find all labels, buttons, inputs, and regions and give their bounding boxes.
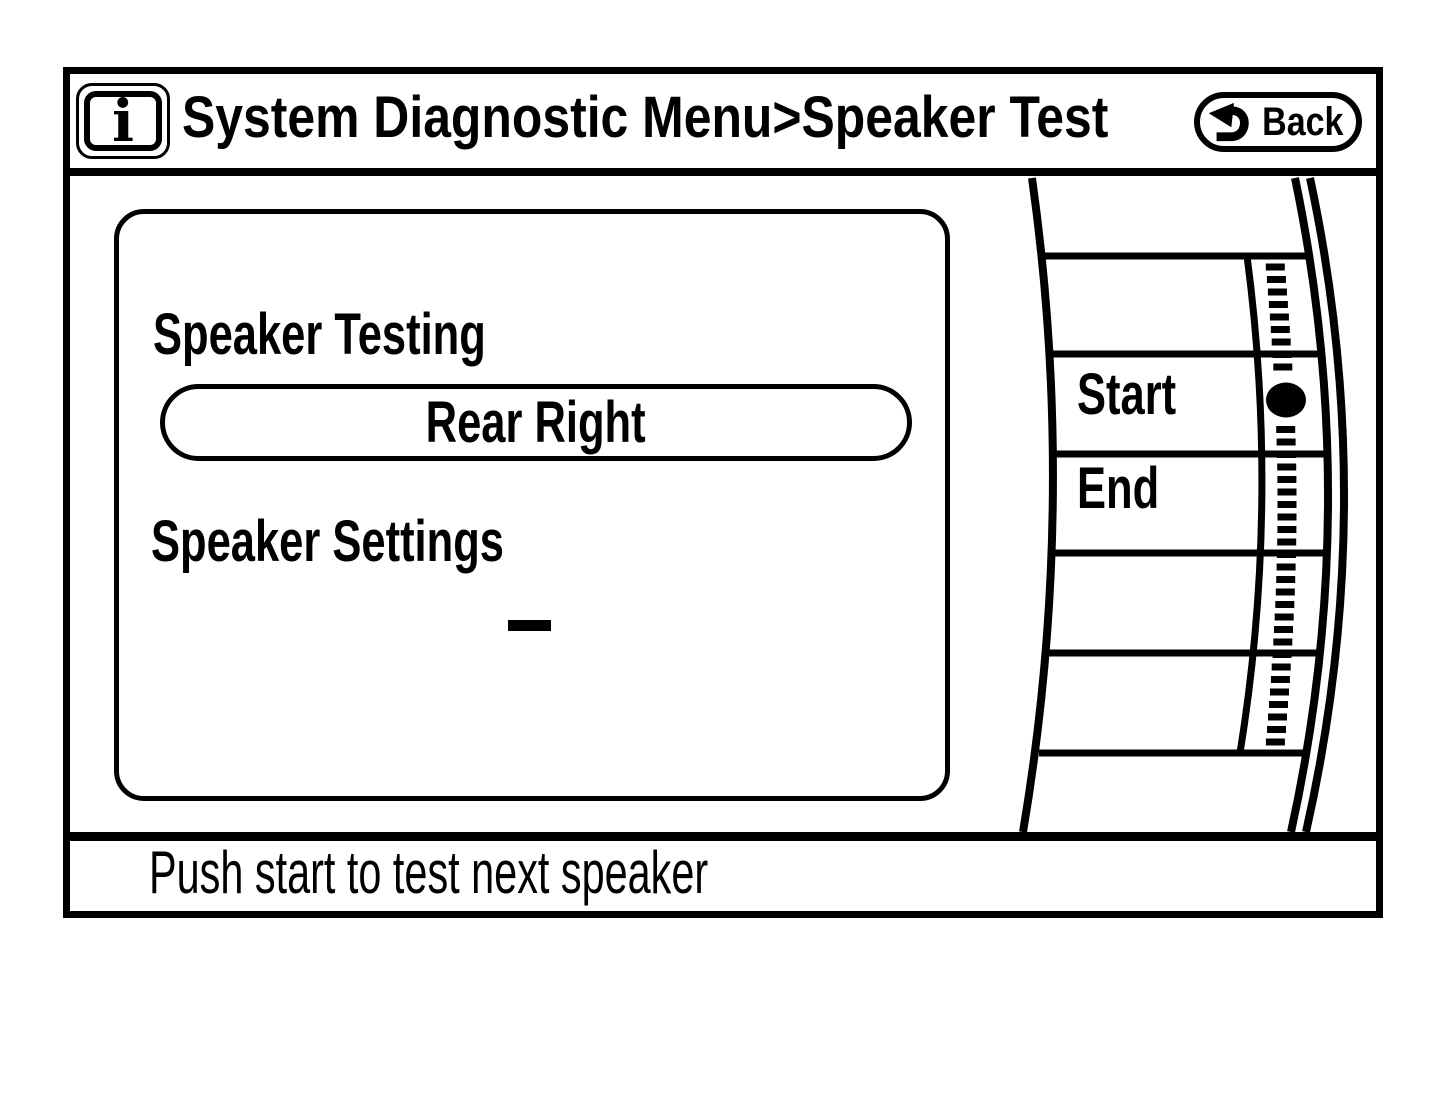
- scroll-ticks: [1265, 263, 1297, 746]
- speaker-testing-label: Speaker Testing: [153, 302, 486, 367]
- selection-indicator-dot: [1266, 382, 1306, 418]
- page-title: System Diagnostic Menu>Speaker Test: [182, 89, 1259, 147]
- current-speaker-field: Rear Right: [160, 384, 912, 461]
- status-message: Push start to test next speaker: [149, 839, 709, 906]
- menu-item-start[interactable]: Start: [1077, 362, 1177, 427]
- scroll-strip-border: [1236, 255, 1266, 754]
- back-button-label: Back: [1262, 100, 1344, 144]
- header-divider: [66, 168, 1380, 176]
- info-icon-inner-box: i: [84, 91, 162, 151]
- back-button[interactable]: Back: [1194, 92, 1362, 152]
- info-icon-glyph: i: [111, 87, 135, 155]
- current-speaker-value: Rear Right: [426, 389, 646, 455]
- side-menu-outer-arc: [1302, 177, 1348, 832]
- speaker-settings-label: Speaker Settings: [151, 509, 504, 574]
- status-bar-divider: [66, 832, 1380, 841]
- menu-item-end[interactable]: End: [1077, 456, 1160, 521]
- speaker-settings-value: [508, 620, 551, 631]
- info-icon: i: [76, 83, 170, 159]
- side-menu-left-arc: [1019, 177, 1057, 832]
- side-menu-graphic: [1019, 177, 1348, 832]
- page-title-text: System Diagnostic Menu>Speaker Test: [182, 85, 1109, 150]
- back-arrow-icon: [1205, 102, 1249, 142]
- side-menu-inner-arc: [1287, 177, 1332, 832]
- speaker-test-panel: [114, 209, 950, 801]
